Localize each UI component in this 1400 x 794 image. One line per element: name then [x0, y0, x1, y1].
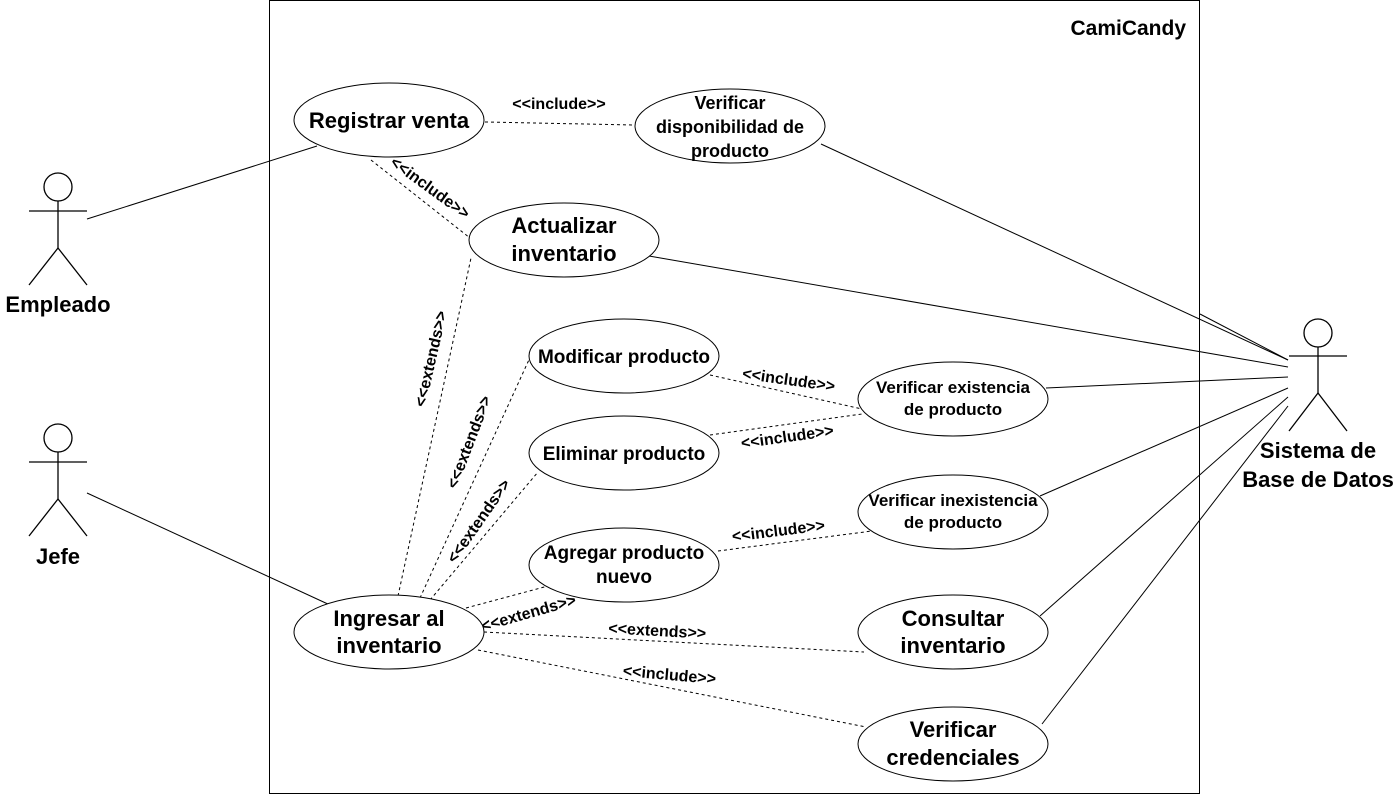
use-case-verificar-credenciales: Verificar credenciales: [857, 706, 1049, 782]
use-case-label: Eliminar producto: [543, 444, 706, 465]
association-db-verificar-inexistencia: [1039, 387, 1289, 497]
actor-label: Jefe: [36, 544, 80, 569]
use-case-label-line-2: de producto: [904, 400, 1002, 419]
label-extends-modificar: <<extends>>: [444, 394, 495, 491]
use-case-label-line-2: credenciales: [886, 745, 1019, 770]
association-db-verificar-credenciales: [1041, 405, 1289, 725]
association-empleado-registrar-venta: [86, 145, 318, 220]
label-include-disponibilidad: <<include>>: [512, 96, 605, 113]
actor-label-line-1: Sistema de: [1260, 438, 1376, 463]
use-case-label-line-2: disponibilidad de: [656, 117, 804, 137]
label-extends-agregar: <<extends>>: [479, 592, 578, 635]
include-eliminar-verificar-existencia: [709, 413, 863, 436]
stick-figure-icon: [28, 423, 88, 537]
stick-figure-icon: [1288, 318, 1348, 432]
associations: [86, 143, 1289, 725]
extends-ingresar-actualizar: [397, 257, 472, 597]
use-case-label-line-3: producto: [691, 141, 769, 161]
label-include-credenciales: <<include>>: [622, 663, 717, 688]
extends-ingresar-agregar: [465, 585, 549, 609]
label-extends-actualizar: <<extends>>: [412, 309, 451, 408]
use-case-consultar-inventario: Consultar inventario: [857, 594, 1049, 670]
use-case-label-line-1: Verificar: [694, 93, 765, 113]
association-db-actualizar-inventario: [648, 255, 1289, 368]
include-registrar-verificar-disponibilidad: [484, 121, 635, 126]
use-case-label-line-1: Verificar inexistencia: [868, 491, 1038, 510]
use-case-label-line-2: inventario: [900, 633, 1005, 658]
use-case-label: Modificar producto: [538, 347, 710, 368]
use-case-label-line-2: de producto: [904, 513, 1002, 532]
label-include-agregar: <<include>>: [731, 517, 826, 545]
use-case-label-line-1: Verificar: [910, 717, 997, 742]
use-case-label-line-2: inventario: [511, 241, 616, 266]
label-extends-consultar: <<extends>>: [608, 620, 707, 642]
system-title: CamiCandy: [1070, 17, 1186, 40]
use-case-label-line-1: Ingresar al: [333, 606, 444, 631]
association-db-verificar-disponibilidad: [820, 143, 1289, 361]
use-case-ingresar-inventario: Ingresar al inventario: [293, 594, 485, 670]
use-case-verificar-disponibilidad: Verificar disponibilidad de producto: [634, 88, 826, 164]
actor-label: Empleado: [5, 292, 110, 317]
label-include-eliminar: <<include>>: [740, 423, 835, 453]
include-modificar-verificar-existencia: [709, 374, 863, 410]
use-case-eliminar-producto: Eliminar producto: [528, 415, 720, 491]
include-ingresar-verificar-credenciales: [477, 649, 867, 728]
actor-sistema-base-de-datos: Sistema de Base de Datos: [1242, 318, 1394, 492]
label-include-actualizar: <<include>>: [387, 154, 473, 223]
use-case-label-line-1: Consultar: [902, 606, 1005, 631]
association-db-verificar-disponibilidad-b: [1199, 313, 1289, 361]
association-db-consultar-inventario: [1039, 396, 1289, 617]
use-case-label-line-2: inventario: [336, 633, 441, 658]
actor-jefe: Jefe: [28, 423, 88, 569]
use-case-verificar-inexistencia: Verificar inexistencia de producto: [857, 474, 1049, 550]
use-case-verificar-existencia: Verificar existencia de producto: [857, 361, 1049, 437]
dependencies: [370, 121, 873, 728]
use-case-actualizar-inventario: Actualizar inventario: [468, 202, 660, 278]
use-case-label: Registrar venta: [309, 108, 470, 133]
use-case-registrar-venta: Registrar venta: [293, 82, 485, 158]
association-jefe-ingresar-inventario: [86, 492, 331, 606]
extends-ingresar-modificar: [419, 339, 539, 599]
use-case-label-line-1: Actualizar: [511, 213, 617, 238]
actor-label-line-2: Base de Datos: [1242, 467, 1394, 492]
actor-empleado: Empleado: [5, 172, 111, 317]
include-agregar-verificar-inexistencia: [717, 530, 873, 552]
use-case-modificar-producto: Modificar producto: [528, 318, 720, 394]
use-case-label-line-2: nuevo: [596, 567, 652, 588]
label-include-modificar: <<include>>: [741, 366, 836, 396]
stick-figure-icon: [28, 172, 88, 286]
extends-ingresar-eliminar: [429, 471, 539, 601]
use-case-label-line-1: Agregar producto: [544, 543, 704, 564]
use-case-label-line-1: Verificar existencia: [876, 378, 1031, 397]
association-db-verificar-existencia: [1045, 376, 1289, 389]
use-case-agregar-producto: Agregar producto nuevo: [528, 527, 720, 603]
